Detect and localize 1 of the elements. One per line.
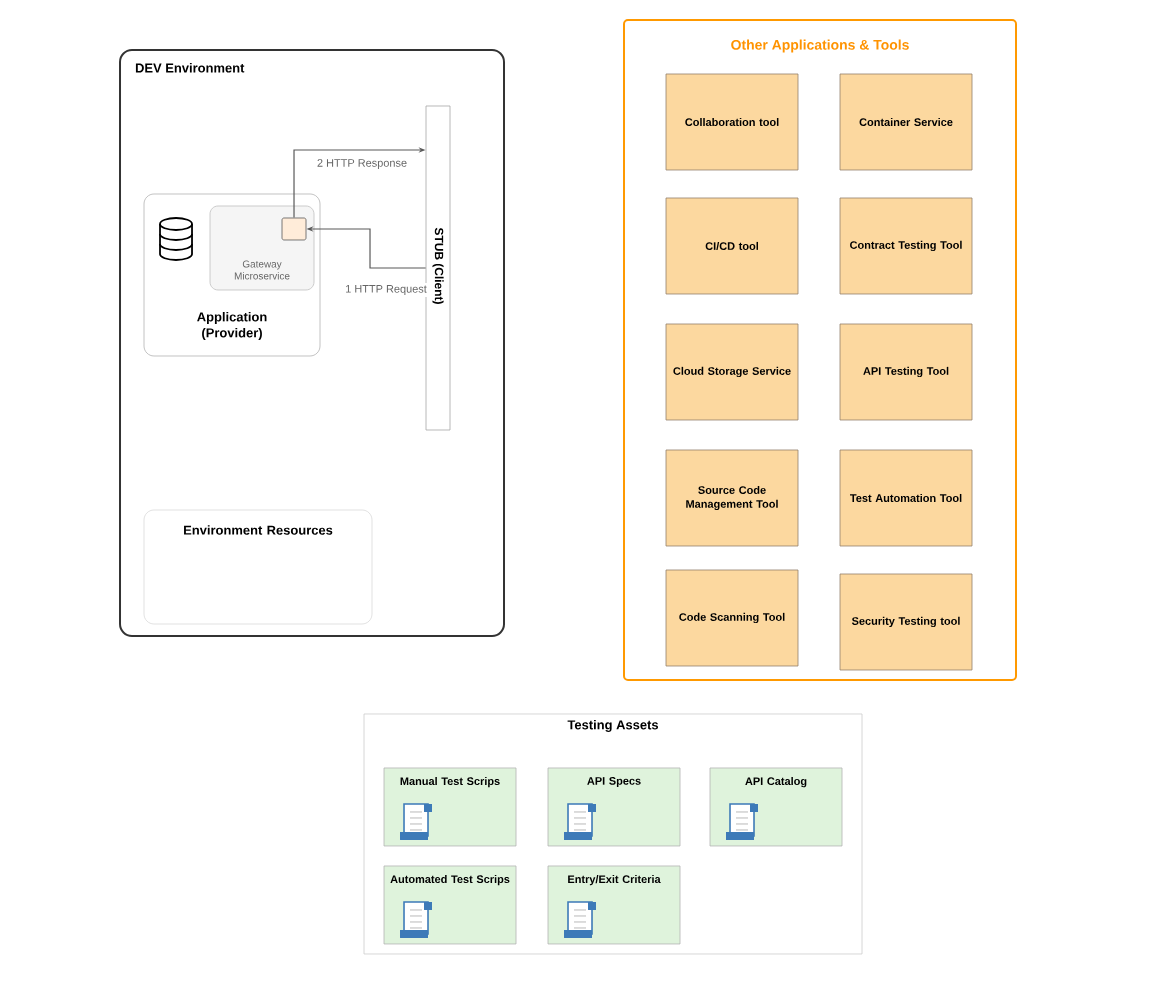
api-icon: [281, 217, 307, 241]
